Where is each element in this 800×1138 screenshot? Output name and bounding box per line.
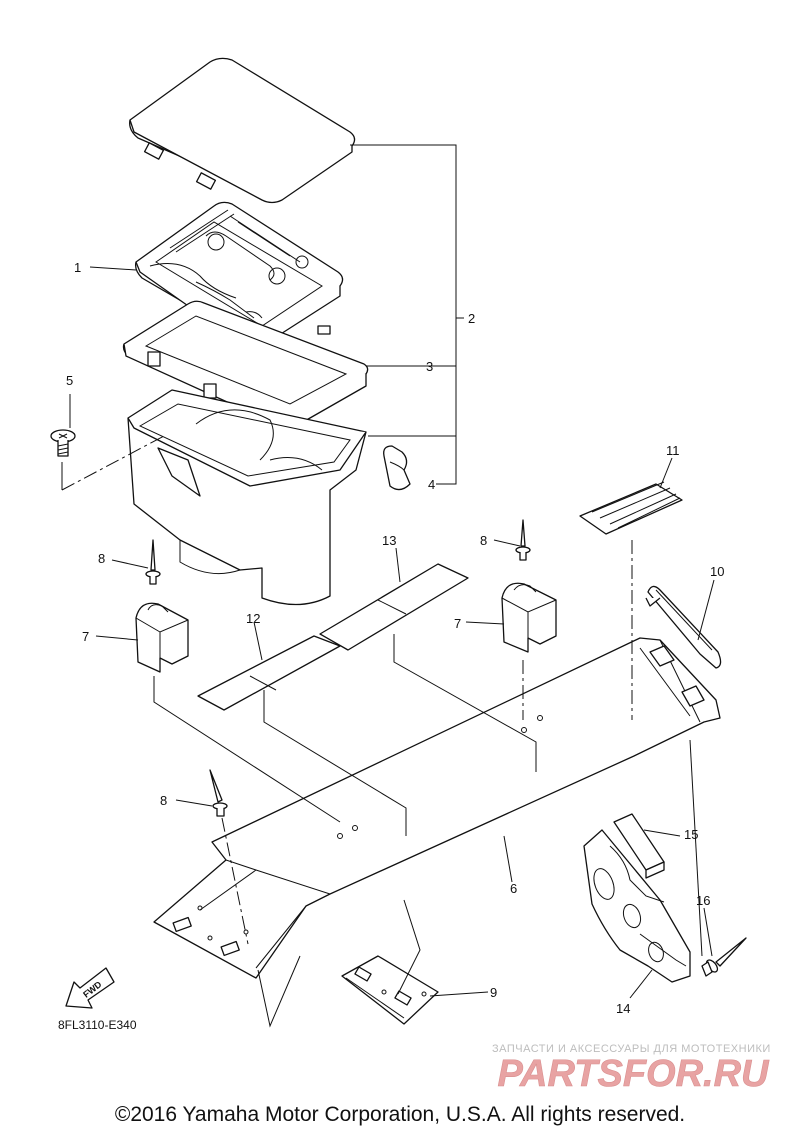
bracket-7a bbox=[135, 602, 189, 673]
seal-strip-10 bbox=[645, 585, 722, 669]
leader-lines bbox=[69, 144, 715, 999]
tape-part-12 bbox=[197, 635, 341, 711]
callout-8b: 8 bbox=[480, 533, 487, 548]
rivet-8c bbox=[209, 769, 228, 817]
callout-8c: 8 bbox=[160, 793, 167, 808]
callout-12: 12 bbox=[246, 611, 260, 626]
pad-part-11 bbox=[579, 481, 683, 535]
callout-16: 16 bbox=[696, 893, 710, 908]
callout-5: 5 bbox=[66, 373, 73, 388]
callout-14: 14 bbox=[616, 1001, 630, 1016]
base-plate-6 bbox=[153, 637, 721, 979]
block-part-15 bbox=[613, 813, 665, 879]
watermark-logo-text: PARTSFOR.RU bbox=[498, 1053, 770, 1094]
callout-7a: 7 bbox=[82, 629, 89, 644]
bolt-part-5 bbox=[50, 429, 76, 457]
storage-box bbox=[127, 389, 367, 606]
callout-4: 4 bbox=[428, 477, 435, 492]
plate-part-9 bbox=[341, 955, 439, 1025]
bracket-7b bbox=[501, 582, 557, 653]
rivet-8b bbox=[515, 519, 531, 561]
watermark-subtitle: ЗАПЧАСТИ И АКСЕССУАРЫ ДЛЯ МОТОТЕХНИКИ bbox=[492, 1043, 771, 1055]
seal-frame bbox=[122, 300, 369, 429]
assembly-lines bbox=[61, 435, 703, 1028]
callout-8a: 8 bbox=[98, 551, 105, 566]
callout-3: 3 bbox=[426, 359, 433, 374]
callout-labels: 1 2 3 4 5 6 7 7 8 8 8 9 10 11 12 13 14 1… bbox=[66, 260, 724, 1016]
callout-10: 10 bbox=[710, 564, 724, 579]
tape-part-13 bbox=[319, 563, 469, 651]
bracket-part-14 bbox=[583, 829, 691, 983]
callout-9: 9 bbox=[490, 985, 497, 1000]
callout-15: 15 bbox=[684, 827, 698, 842]
callout-6: 6 bbox=[510, 881, 517, 896]
clip-part-4 bbox=[383, 445, 411, 491]
callout-1: 1 bbox=[74, 260, 81, 275]
fwd-arrow-icon: FWD bbox=[65, 967, 115, 1009]
callout-2: 2 bbox=[468, 311, 475, 326]
storage-lid bbox=[129, 57, 356, 204]
copyright-notice: ©2016 Yamaha Motor Corporation, U.S.A. A… bbox=[114, 1103, 686, 1126]
callout-11: 11 bbox=[666, 443, 680, 458]
callout-13: 13 bbox=[382, 533, 396, 548]
pin-part-16 bbox=[701, 937, 747, 977]
watermark-logo: PARTSFOR.RU bbox=[497, 1053, 770, 1094]
rivet-8a bbox=[145, 539, 161, 585]
callout-7b: 7 bbox=[454, 616, 461, 631]
tool-tray bbox=[134, 201, 344, 349]
diagram-code: 8FL3110-E340 bbox=[58, 1018, 137, 1032]
